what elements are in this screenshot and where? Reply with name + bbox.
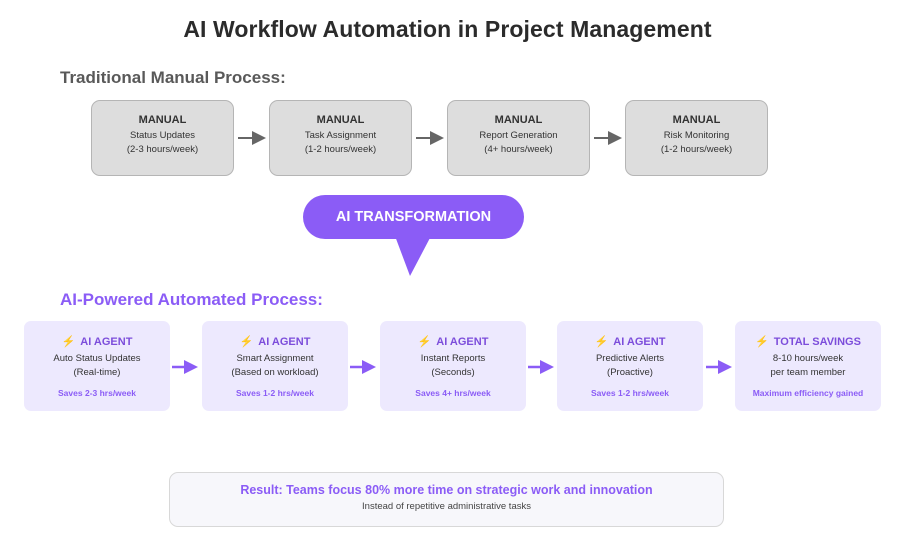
manual-step-name: Report Generation	[479, 130, 558, 141]
result-sub: Instead of repetitive administrative tas…	[362, 501, 531, 512]
ai-step-tag: ⚡TOTAL SAVINGS	[755, 336, 861, 348]
ai-step-tag: ⚡AI AGENT	[417, 336, 489, 348]
manual-step-time: (1-2 hours/week)	[304, 144, 377, 155]
ai-step-detail: (Real-time)	[73, 367, 121, 378]
lightning-icon: ⚡	[594, 336, 609, 348]
ai-step-saving: Saves 1-2 hrs/week	[591, 388, 669, 398]
ai-step-saving: Saves 2-3 hrs/week	[58, 388, 136, 398]
ai-transformation-bubble: AI TRANSFORMATION	[303, 195, 524, 239]
ai-step-detail: (Proactive)	[607, 367, 653, 378]
automated-heading: AI-Powered Automated Process:	[60, 290, 323, 309]
ai-step-total-savings: ⚡TOTAL SAVINGS 8-10 hours/week per team …	[735, 321, 881, 411]
ai-step-tag: ⚡AI AGENT	[594, 336, 666, 348]
ai-step-saving: Saves 1-2 hrs/week	[236, 388, 314, 398]
ai-arrow-1	[172, 360, 198, 374]
diagram-title: AI Workflow Automation in Project Manage…	[183, 16, 712, 42]
ai-step-name: 8-10 hours/week	[772, 353, 844, 364]
ai-arrow-4	[706, 360, 732, 374]
ai-step-detail: (Based on workload)	[231, 367, 319, 378]
manual-step-name: Risk Monitoring	[663, 130, 730, 141]
lightning-icon: ⚡	[755, 336, 769, 348]
manual-arrow-1	[238, 131, 266, 145]
ai-arrow-3	[528, 360, 554, 374]
manual-step-time: (2-3 hours/week)	[126, 144, 199, 155]
manual-step-risk-monitoring: MANUAL Risk Monitoring (1-2 hours/week)	[625, 100, 768, 176]
ai-step-name: Instant Reports	[420, 353, 486, 364]
ai-step-tag: ⚡AI AGENT	[61, 336, 133, 348]
ai-step-tag: ⚡AI AGENT	[239, 336, 311, 348]
ai-step-saving: Saves 4+ hrs/week	[415, 388, 491, 398]
ai-step-detail: per team member	[770, 367, 846, 378]
lightning-icon: ⚡	[61, 336, 76, 348]
ai-step-auto-status-updates: ⚡AI AGENT Auto Status Updates (Real-time…	[24, 321, 170, 411]
ai-step-instant-reports: ⚡AI AGENT Instant Reports (Seconds) Save…	[380, 321, 526, 411]
manual-arrow-2	[416, 131, 444, 145]
manual-step-tag: MANUAL	[316, 114, 365, 126]
result-box: Result: Teams focus 80% more time on str…	[169, 472, 724, 527]
ai-step-name: Smart Assignment	[236, 353, 314, 364]
lightning-icon: ⚡	[417, 336, 432, 348]
manual-step-task-assignment: MANUAL Task Assignment (1-2 hours/week)	[269, 100, 412, 176]
manual-step-tag: MANUAL	[494, 114, 543, 126]
manual-arrow-3	[594, 131, 622, 145]
manual-step-status-updates: MANUAL Status Updates (2-3 hours/week)	[91, 100, 234, 176]
manual-step-time: (1-2 hours/week)	[660, 144, 733, 155]
manual-step-tag: MANUAL	[672, 114, 721, 126]
transformation-pointer	[395, 236, 431, 276]
ai-step-smart-assignment: ⚡AI AGENT Smart Assignment (Based on wor…	[202, 321, 348, 411]
ai-step-predictive-alerts: ⚡AI AGENT Predictive Alerts (Proactive) …	[557, 321, 703, 411]
result-main: Result: Teams focus 80% more time on str…	[240, 483, 653, 497]
lightning-icon: ⚡	[239, 336, 254, 348]
traditional-heading: Traditional Manual Process:	[60, 68, 286, 87]
ai-step-name: Predictive Alerts	[595, 353, 665, 364]
manual-step-report-generation: MANUAL Report Generation (4+ hours/week)	[447, 100, 590, 176]
ai-step-saving: Maximum efficiency gained	[752, 388, 864, 398]
ai-arrow-2	[350, 360, 376, 374]
manual-step-name: Status Updates	[130, 130, 195, 141]
ai-step-name: Auto Status Updates	[53, 353, 141, 364]
manual-step-tag: MANUAL	[138, 114, 187, 126]
manual-step-time: (4+ hours/week)	[484, 144, 553, 155]
manual-step-name: Task Assignment	[304, 130, 377, 141]
ai-step-detail: (Seconds)	[431, 367, 475, 378]
